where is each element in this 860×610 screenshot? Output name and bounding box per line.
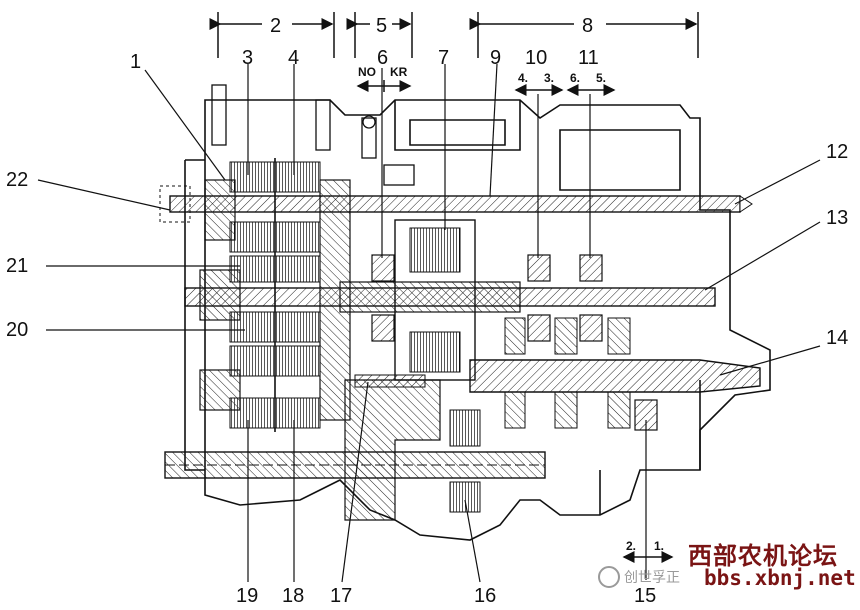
callout-16: 16 bbox=[474, 585, 497, 607]
callout-13: 13 bbox=[826, 207, 849, 229]
callout-5: 5 bbox=[376, 15, 388, 37]
dimension-brackets bbox=[209, 12, 699, 58]
callout-22: 22 bbox=[6, 169, 29, 191]
callout-14: 14 bbox=[826, 327, 849, 349]
leader-lines bbox=[37, 63, 821, 583]
main-shaft-13 bbox=[184, 281, 716, 313]
callout-6: 6 bbox=[377, 47, 389, 69]
clutch-packs-left bbox=[229, 158, 321, 432]
shift-arrows bbox=[356, 80, 674, 563]
callout-2: 2 bbox=[270, 15, 282, 37]
callout-4: 4 bbox=[288, 47, 300, 69]
callout-10: 10 bbox=[525, 47, 548, 69]
callout-9: 9 bbox=[490, 47, 502, 69]
callout-12: 12 bbox=[826, 141, 849, 163]
callout-8: 8 bbox=[582, 15, 594, 37]
shift-label-6: 6. bbox=[570, 71, 581, 85]
callout-17: 17 bbox=[330, 585, 353, 607]
shift-label-4: 4. bbox=[518, 71, 529, 85]
callout-7: 7 bbox=[438, 47, 450, 69]
watermark-url: bbs.xbnj.net bbox=[704, 566, 856, 590]
pto-shaft-12 bbox=[159, 185, 753, 223]
gear-blanks bbox=[504, 317, 631, 429]
shift-label-5: 5. bbox=[596, 71, 607, 85]
callout-1: 1 bbox=[130, 51, 142, 73]
callout-11: 11 bbox=[578, 47, 599, 69]
wechat-icon bbox=[598, 566, 620, 588]
shift-label-3: 3. bbox=[544, 71, 555, 85]
watermark-gray-text: 创世孚正 bbox=[624, 570, 680, 586]
callout-3: 3 bbox=[242, 47, 254, 69]
output-shaft-14 bbox=[469, 359, 761, 393]
watermark-forum-name: 西部农机论坛 bbox=[688, 541, 838, 570]
top-bosses bbox=[211, 84, 415, 186]
shift-label-1: 1. bbox=[654, 539, 665, 553]
callout-15: 15 bbox=[634, 585, 657, 607]
callout-18: 18 bbox=[282, 585, 305, 607]
callout-20: 20 bbox=[6, 319, 29, 341]
shift-label-no: NO bbox=[358, 65, 376, 79]
callout-19: 19 bbox=[236, 585, 259, 607]
shift-label-2: 2. bbox=[626, 539, 637, 553]
callout-21: 21 bbox=[6, 255, 29, 277]
shift-label-kr: KR bbox=[390, 65, 408, 79]
lower-gears bbox=[344, 374, 481, 521]
synchro-units bbox=[371, 254, 658, 431]
